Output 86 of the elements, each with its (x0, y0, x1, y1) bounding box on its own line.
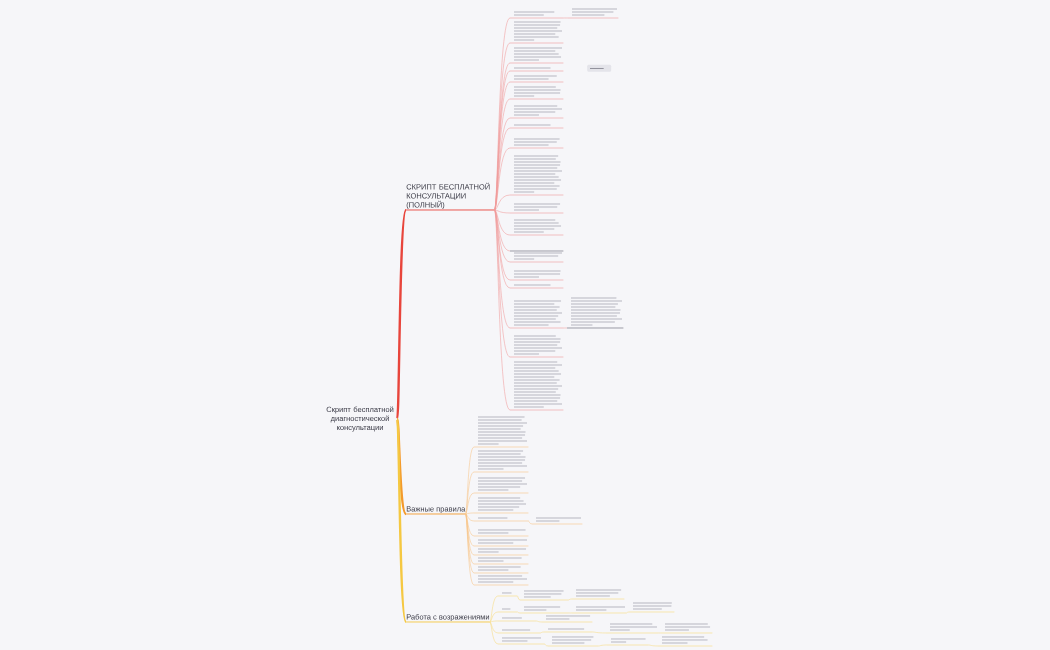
branch-line (563, 327, 568, 329)
text-placeholder (543, 628, 593, 633)
branch-line (489, 611, 499, 623)
text-placeholder (473, 450, 529, 473)
branch-line (494, 209, 511, 411)
branch-line (528, 520, 533, 525)
branch-line (658, 632, 662, 634)
branch-line (494, 209, 511, 236)
text-placeholder (541, 615, 593, 623)
branch-line (489, 621, 499, 645)
branch-line (465, 512, 475, 515)
text-placeholder (531, 517, 583, 525)
branch-line (544, 643, 549, 647)
branch-line (396, 418, 407, 515)
branch-line (626, 611, 630, 614)
text-placeholder (628, 602, 675, 613)
text-placeholder (509, 270, 564, 281)
branch-line (568, 612, 573, 614)
branch-line (568, 598, 573, 601)
branch-line (517, 611, 521, 614)
text-placeholder (567, 8, 619, 19)
text-placeholder (509, 47, 564, 64)
text-placeholder (509, 21, 564, 44)
text-placeholder (497, 592, 518, 597)
text-placeholder (509, 11, 564, 19)
text-placeholder (509, 300, 564, 329)
branch-line (489, 621, 499, 634)
text-placeholder (473, 477, 529, 494)
text-placeholder (509, 219, 564, 236)
text-placeholder (473, 539, 529, 547)
underline (509, 250, 564, 252)
branch-line (592, 631, 607, 634)
text-placeholder (497, 637, 545, 645)
text-placeholder (473, 557, 529, 565)
text-placeholder (509, 155, 564, 196)
text-placeholder (473, 566, 529, 574)
text-placeholder (473, 497, 529, 514)
branch-line (536, 620, 543, 623)
text-placeholder (519, 590, 569, 601)
branch-line (598, 644, 608, 647)
text-placeholder (473, 529, 529, 537)
text-placeholder (605, 623, 659, 634)
branch-line (494, 209, 511, 329)
branch-line (494, 194, 511, 211)
branch-line (489, 595, 499, 623)
text-placeholder (509, 203, 564, 214)
branch-line (465, 513, 475, 556)
text-placeholder (509, 361, 564, 411)
branch-line (494, 209, 511, 252)
branch-line (489, 620, 499, 623)
text-placeholder (497, 629, 541, 634)
text-placeholder (509, 335, 564, 358)
text-placeholder (497, 617, 537, 622)
branch-line (648, 644, 659, 647)
text-placeholder (473, 575, 529, 586)
placeholder-box (587, 64, 612, 72)
branch-line (494, 147, 511, 211)
text-placeholder (571, 589, 625, 600)
text-placeholder (509, 252, 564, 263)
text-placeholder (509, 138, 564, 149)
text-placeholder (566, 297, 624, 329)
text-placeholder (509, 67, 564, 72)
branch-line (465, 513, 475, 522)
text-placeholder (497, 608, 518, 613)
text-placeholder (473, 416, 529, 448)
text-placeholder (509, 86, 564, 100)
text-placeholder (509, 284, 564, 289)
text-placeholder (547, 636, 599, 647)
text-placeholder (660, 623, 713, 634)
text-placeholder (473, 517, 529, 522)
text-placeholder (657, 636, 713, 647)
text-placeholder (606, 638, 649, 646)
branch-line (494, 209, 511, 214)
branch-line (396, 209, 408, 420)
branch-line (465, 492, 475, 515)
branch-line (465, 513, 475, 586)
text-placeholder (509, 75, 564, 83)
text-placeholder (509, 124, 564, 129)
branch-line (465, 513, 475, 537)
text-placeholder (519, 606, 569, 614)
text-placeholder (571, 606, 627, 614)
text-placeholder (473, 548, 529, 556)
text-placeholder (509, 105, 564, 119)
branch-line (517, 595, 521, 601)
branch-line (396, 418, 408, 623)
branch-line (540, 631, 545, 634)
